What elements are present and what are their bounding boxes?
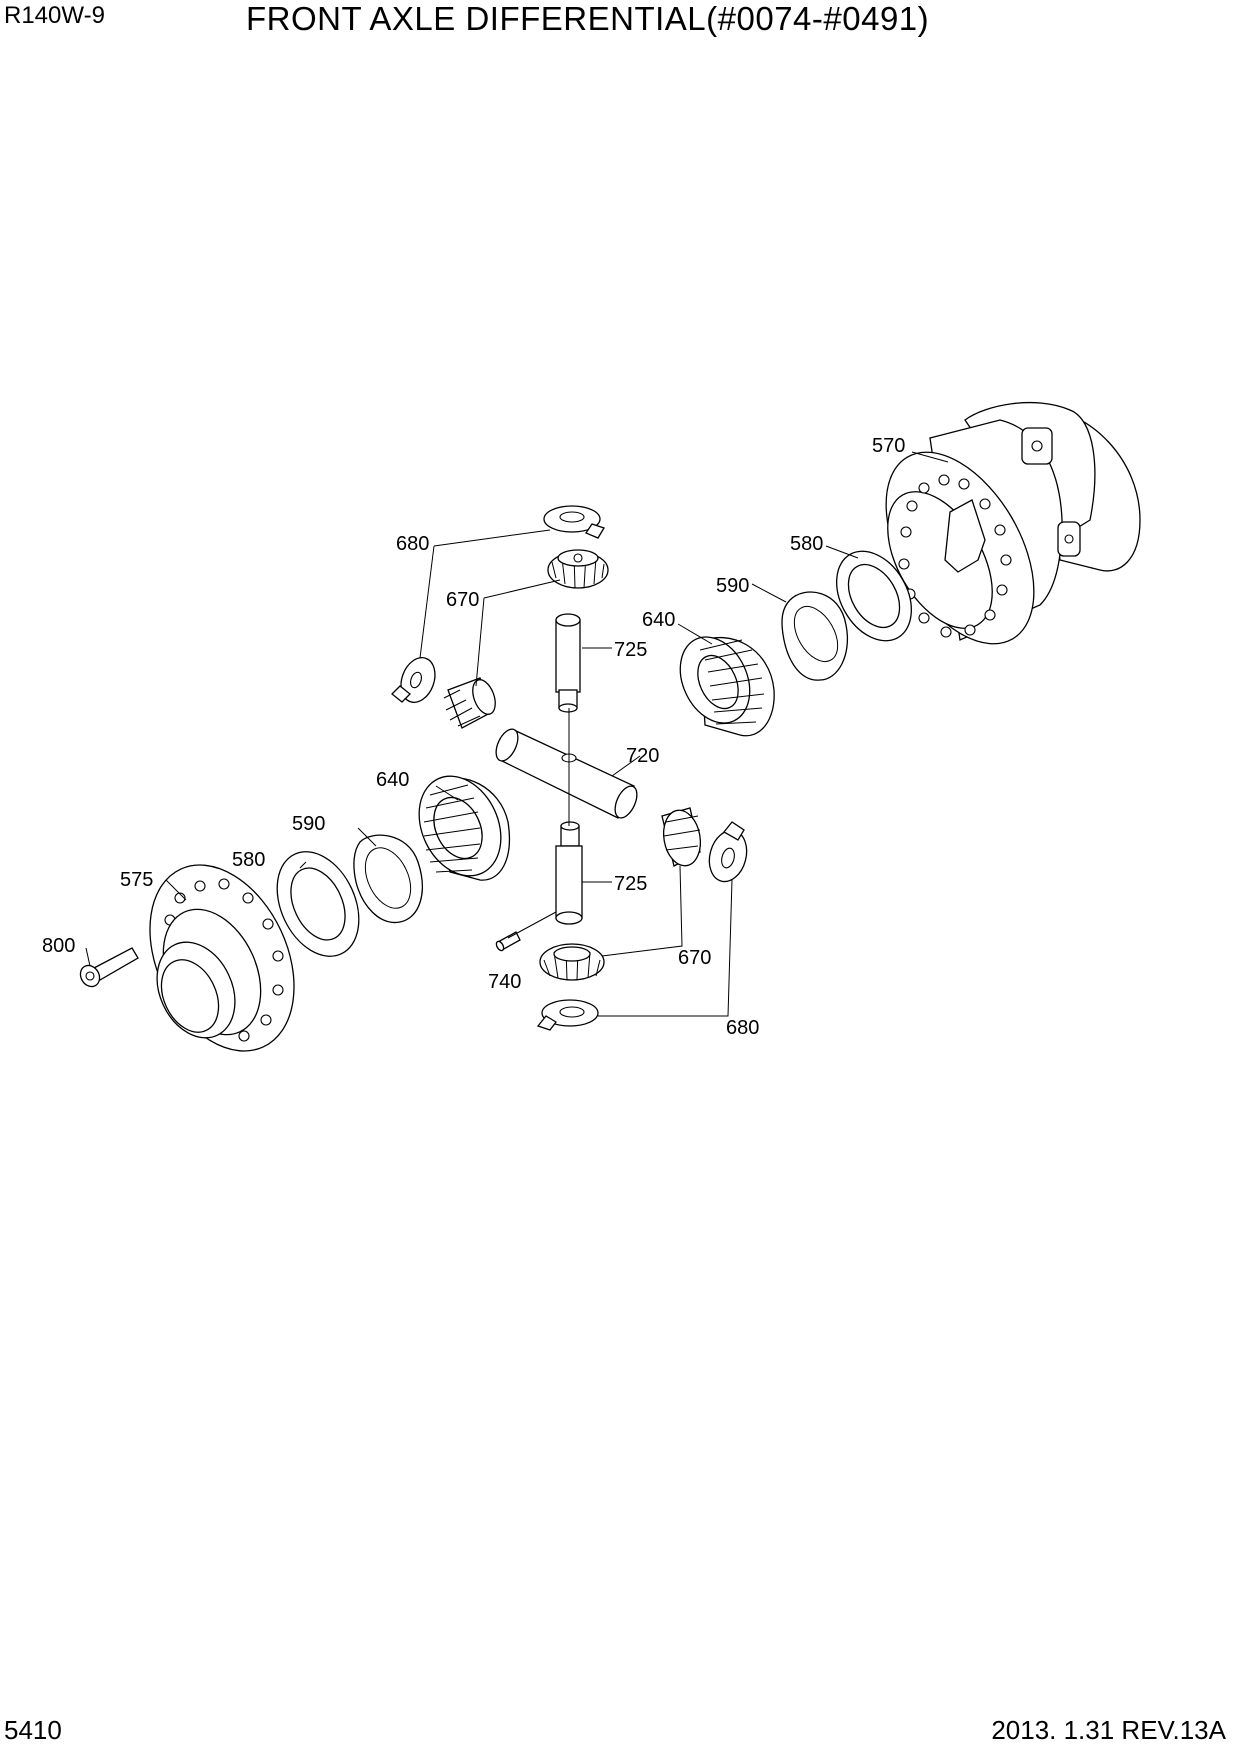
thrust-washer-590-upper (781, 591, 848, 681)
callout-590-upper: 590 (716, 575, 749, 597)
callout-670-upper: 670 (446, 589, 479, 611)
pinion-gear-670-right (661, 807, 702, 867)
model-number: R140W-9 (4, 2, 105, 29)
callout-680-upper: 680 (396, 533, 429, 555)
thrust-washer-680-right (708, 821, 748, 883)
callout-570: 570 (872, 435, 905, 457)
side-gear-640-lower (418, 775, 510, 881)
leader-lines (85, 451, 949, 1017)
thrust-washer-680-bottom (536, 999, 599, 1031)
callout-590-lower: 590 (292, 813, 325, 835)
callout-580-lower: 580 (232, 849, 265, 871)
side-gear-640-upper (679, 636, 775, 737)
callout-670-lower: 670 (678, 947, 711, 969)
pinion-shaft-725-lower (555, 821, 583, 925)
thrust-ring-580-lower (276, 851, 360, 957)
callout-725-upper: 725 (614, 639, 647, 661)
callout-800: 800 (42, 935, 75, 957)
thrust-washer-680-left (391, 657, 436, 703)
differential-case-570 (885, 401, 1141, 645)
thrust-washer-590-lower (353, 834, 423, 924)
thrust-washer-680-top (543, 505, 605, 539)
callout-740: 740 (488, 971, 521, 993)
callout-580-upper: 580 (790, 533, 823, 555)
pinion-gear-670-left (443, 677, 496, 729)
pinion-gear-670-top (547, 549, 609, 589)
page-title: FRONT AXLE DIFFERENTIAL(#0074-#0491) (246, 0, 930, 37)
page-number: 5410 (4, 1715, 62, 1745)
callout-575: 575 (120, 869, 153, 891)
callout-680-lower: 680 (726, 1017, 759, 1039)
bolt-800 (79, 947, 139, 988)
pinion-gear-670-bottom (539, 943, 605, 981)
revision-date: 2013. 1.31 REV.13A (991, 1715, 1226, 1745)
callout-720: 720 (626, 745, 659, 767)
pinion-shaft-725-upper (555, 613, 581, 713)
pin-740 (495, 931, 521, 952)
callout-640-upper: 640 (642, 609, 675, 631)
callout-640-lower: 640 (376, 769, 409, 791)
thrust-ring-580-upper (836, 550, 912, 642)
differential-cover-575 (149, 864, 295, 1052)
cross-shaft-720 (495, 728, 638, 819)
callout-725-lower: 725 (614, 873, 647, 895)
